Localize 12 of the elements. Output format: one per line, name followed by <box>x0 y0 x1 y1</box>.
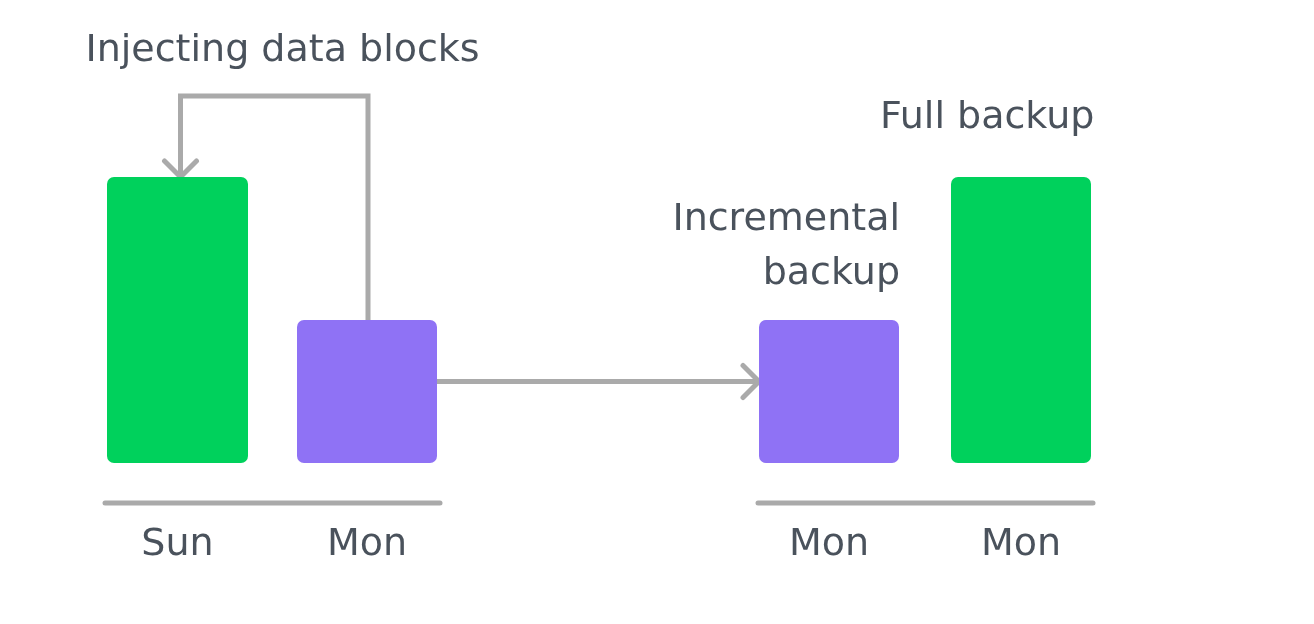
bar <box>759 320 899 463</box>
bar <box>297 320 437 463</box>
day-label: Mon <box>979 519 1063 566</box>
edge-label: Injecting data blocks <box>85 25 481 72</box>
bar-caption: Incremental backup <box>671 194 900 295</box>
bar <box>107 177 248 463</box>
day-label: Mon <box>325 519 409 566</box>
arrow <box>162 93 371 320</box>
day-label: Sun <box>140 519 215 566</box>
bar <box>951 177 1091 463</box>
bar-caption: Full backup <box>880 92 1096 139</box>
day-label: Mon <box>787 519 871 566</box>
